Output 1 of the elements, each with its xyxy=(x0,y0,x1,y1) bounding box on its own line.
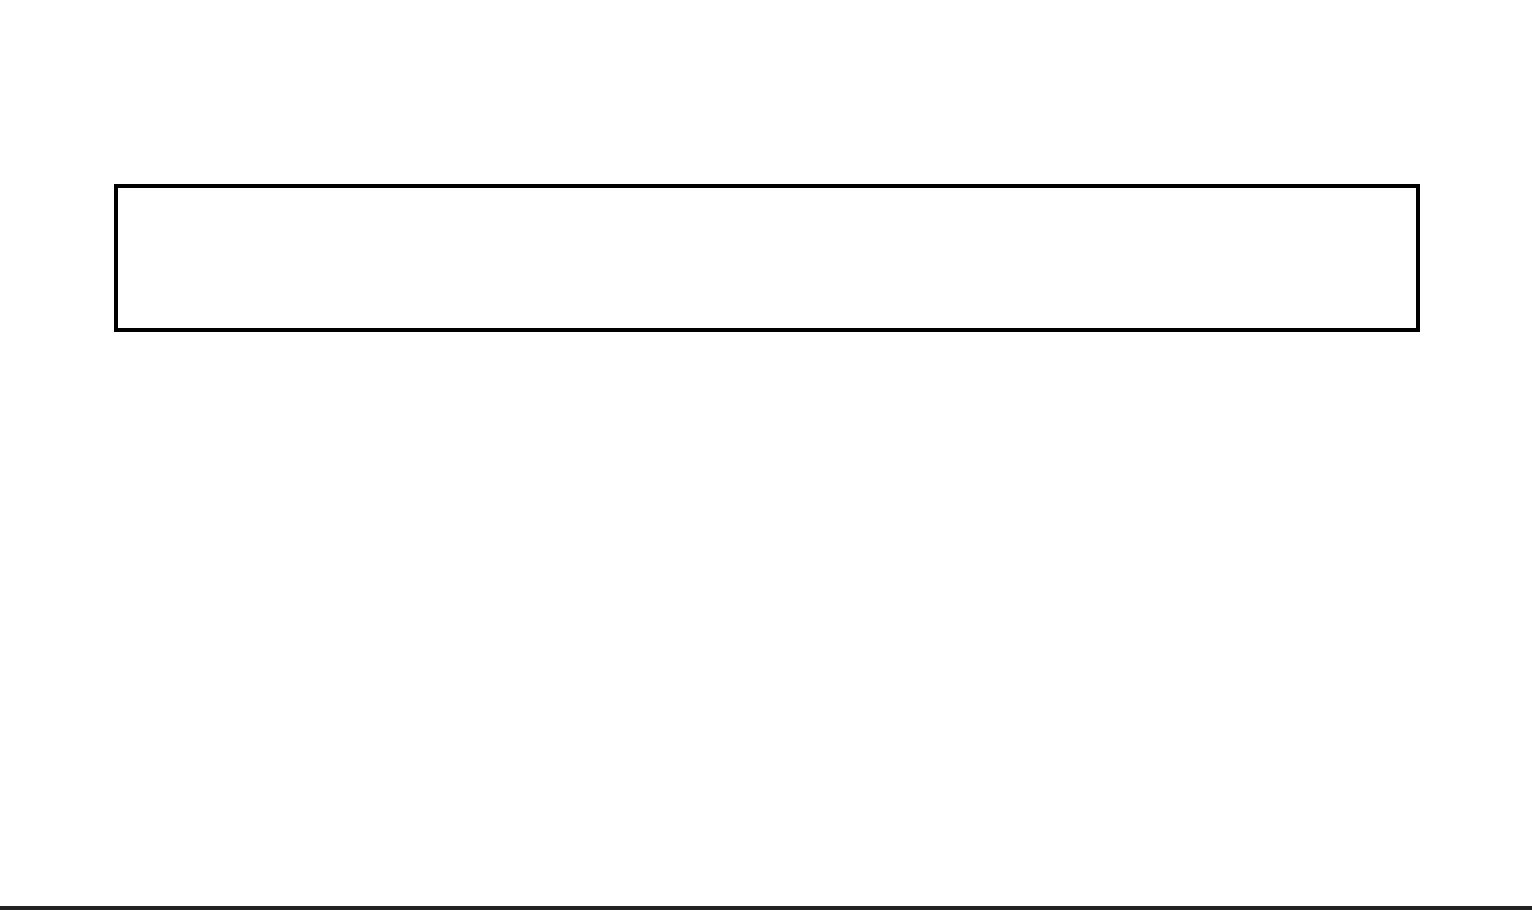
empty-box xyxy=(114,184,1420,332)
